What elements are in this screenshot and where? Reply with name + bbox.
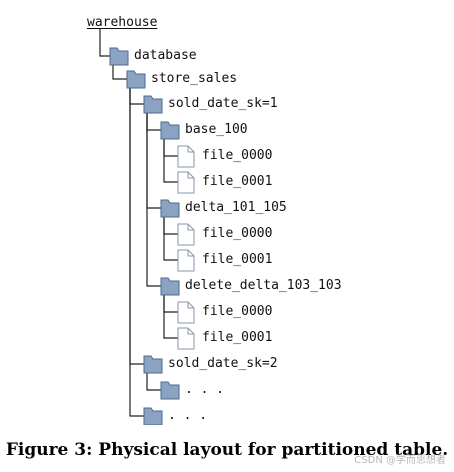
watermark: CSDN @学而思想者 [354,455,446,466]
tree-connector [163,295,178,339]
folder-icon [109,47,129,66]
tree-connector [129,88,144,105]
folder-label: delta_101_105 [185,200,287,215]
folder-label: base_100 [185,122,248,137]
file-label: file_0001 [202,330,273,345]
file-icon [177,301,195,324]
figure-caption: Figure 3: Physical layout for partitione… [5,440,449,460]
file-label: file_0000 [202,304,273,319]
folder-label: sold_date_sk=1 [168,96,278,111]
folder-label: . . . [185,382,225,397]
tree-connector [146,113,161,209]
directory-tree [99,29,195,425]
file-label: file_0001 [202,252,273,267]
folder-icon [160,199,180,218]
tree-connector [163,139,178,183]
file-label: file_0001 [202,174,273,189]
tree-connector [146,373,161,391]
folder-icon [160,381,180,400]
tree-connector [163,217,178,261]
file-icon [177,327,195,350]
file-label: file_0000 [202,226,273,241]
folder-icon [160,121,180,140]
folder-label: delete_delta_103_103 [185,278,342,293]
folder-icon [143,355,163,374]
tree-connector [163,217,178,235]
folder-icon [160,277,180,296]
tree-connector [129,88,144,417]
tree-connector [146,113,161,287]
folder-icon [126,70,146,89]
file-icon [177,145,195,168]
folder-icon [143,95,163,114]
folder-label: store_sales [151,71,238,86]
tree-connector [146,113,161,131]
file-label: file_0000 [202,148,273,163]
folder-icon [143,407,163,425]
folder-label: database [134,48,197,63]
tree-connector [129,88,144,365]
tree-connector [163,139,178,157]
file-icon [177,171,195,194]
file-icon [177,249,195,272]
file-icon [177,223,195,246]
tree-connector [99,29,110,57]
tree-connector [112,65,127,80]
tree-connector [163,295,178,313]
folder-label: sold_date_sk=2 [168,356,278,371]
tree-root-label: warehouse [87,15,158,30]
folder-label: . . . [168,408,208,423]
